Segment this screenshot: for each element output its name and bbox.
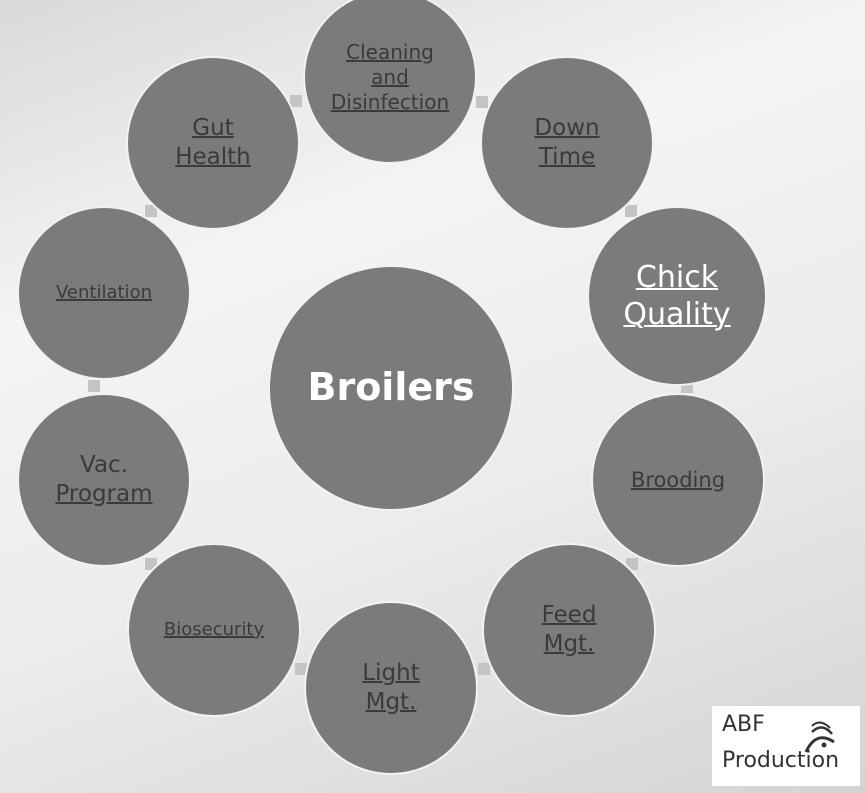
node-label[interactable]: Brooding	[630, 467, 726, 492]
node-chick-quality[interactable]: Chick Quality	[587, 206, 767, 386]
node-label[interactable]: Chick	[635, 259, 719, 295]
logo-text-abf: ABF	[722, 712, 765, 737]
node-light-mgt[interactable]: Light Mgt.	[304, 601, 478, 775]
node-cleaning-disinfection[interactable]: Cleaning and Disinfection	[303, 0, 477, 164]
node-label[interactable]: Down	[534, 115, 600, 142]
node-label[interactable]: Mgt.	[365, 689, 417, 715]
node-label[interactable]: Feed	[541, 602, 597, 629]
node-label[interactable]: Program	[55, 481, 153, 507]
node-label[interactable]: Disinfection	[330, 89, 450, 114]
node-label[interactable]: Cleaning	[346, 39, 434, 64]
connector	[295, 663, 307, 675]
node-brooding[interactable]: Brooding	[591, 393, 765, 567]
node-gut-health[interactable]: Gut Health	[126, 56, 300, 230]
bird-logo-icon	[804, 721, 835, 753]
connector	[145, 205, 157, 217]
connector	[88, 380, 100, 392]
node-label[interactable]: Light	[362, 660, 420, 687]
node-label[interactable]: Gut	[192, 115, 234, 142]
connector	[476, 96, 488, 108]
node-biosecurity[interactable]: Biosecurity	[127, 543, 301, 717]
node-label[interactable]: Mgt.	[543, 631, 595, 657]
node-label[interactable]: Biosecurity	[163, 618, 265, 640]
abf-production-logo: ABF Production	[712, 706, 860, 786]
node-label[interactable]: Ventilation	[56, 281, 152, 303]
node-vac-program[interactable]: Vac. Program	[17, 393, 191, 567]
node-feed-mgt[interactable]: Feed Mgt.	[482, 543, 656, 717]
node-ventilation[interactable]: Ventilation	[17, 206, 191, 380]
node-down-time[interactable]: Down Time	[480, 56, 654, 230]
node-label[interactable]: Time	[538, 144, 596, 170]
node-label[interactable]: Quality	[623, 297, 731, 332]
connector	[625, 205, 637, 217]
connector	[478, 663, 490, 675]
node-label[interactable]: and	[371, 64, 409, 89]
center-node-broilers[interactable]: Broilers	[268, 265, 514, 511]
center-label: Broilers	[307, 365, 475, 410]
node-label[interactable]: Health	[175, 144, 251, 170]
logo-text-production: Production	[722, 748, 840, 773]
connector	[290, 95, 302, 107]
node-label: Vac.	[80, 452, 128, 479]
